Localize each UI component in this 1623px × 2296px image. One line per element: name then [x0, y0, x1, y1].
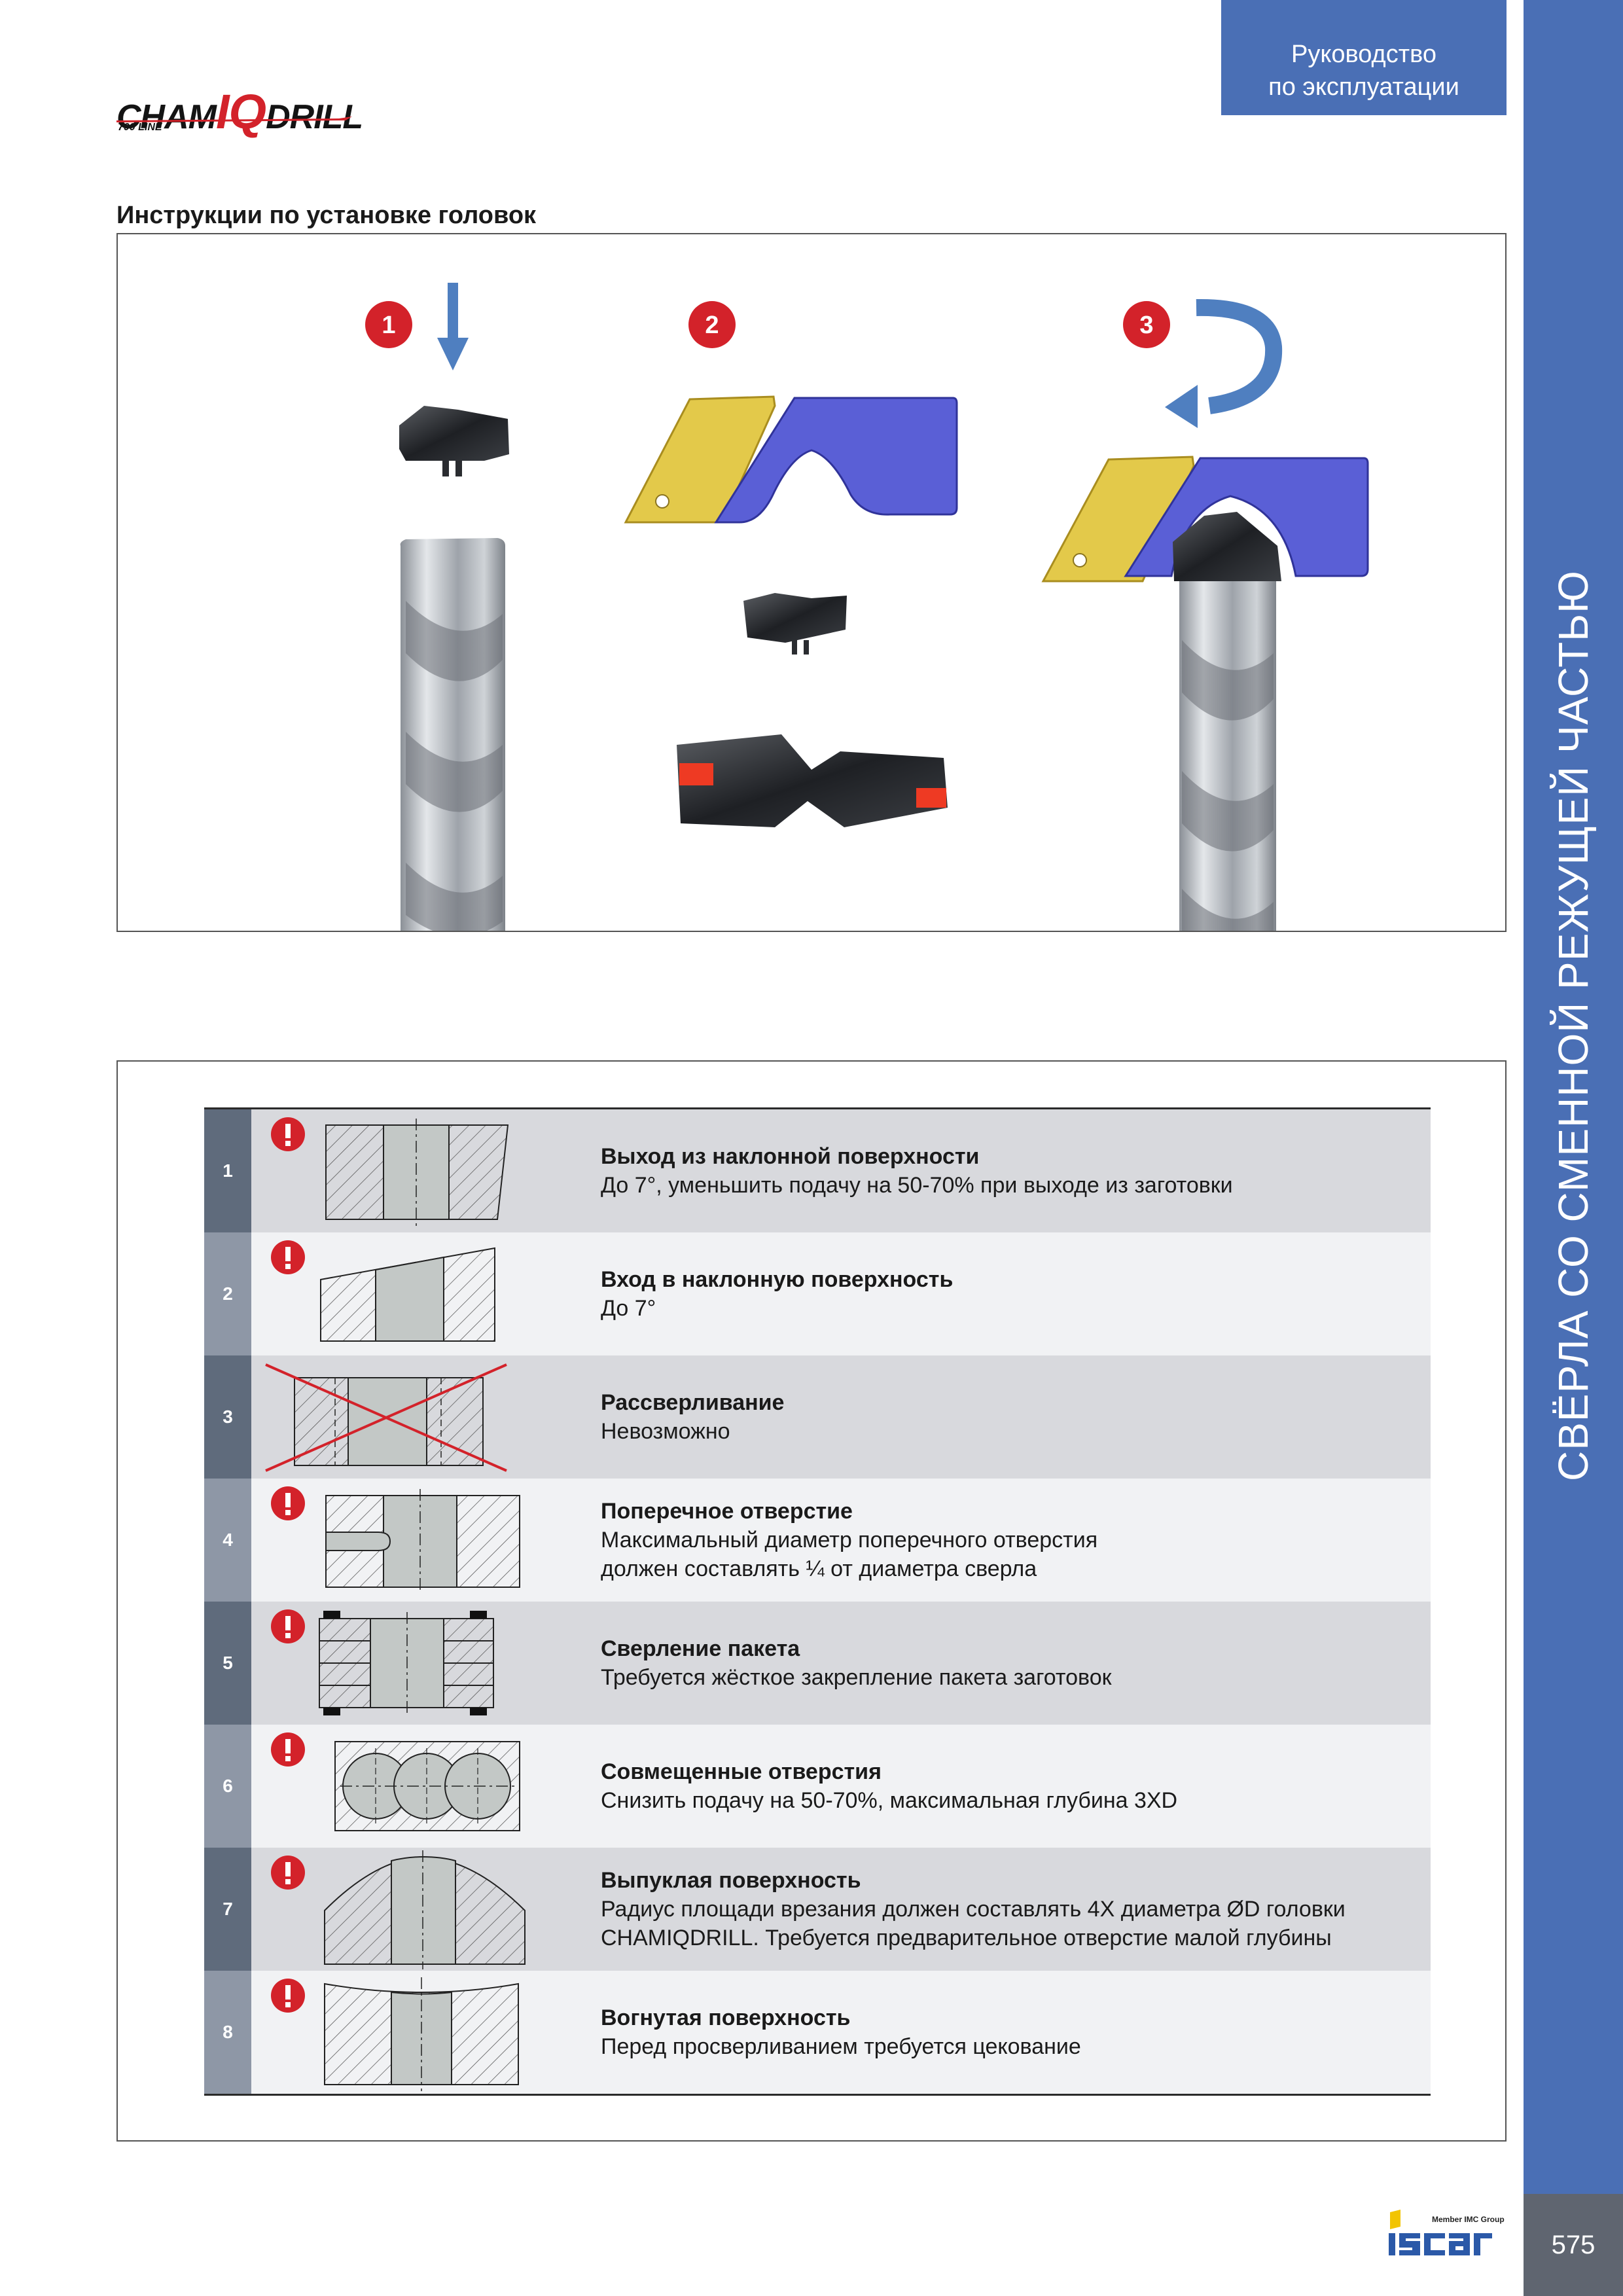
- row-description: Максимальный диаметр поперечного отверст…: [601, 1528, 1098, 1581]
- step-1-number: 1: [382, 312, 395, 339]
- row-description: До 7°, уменьшить подачу на 50-70% при вы…: [601, 1173, 1233, 1198]
- cross-hole-diagram: [251, 1479, 598, 1602]
- drill-head-icon: [1173, 512, 1281, 581]
- key-tool-icon: [624, 395, 958, 524]
- row-title: Вогнутая поверхность: [601, 2005, 851, 2030]
- row-description: Снизить подачу на 50-70%, максимальная г…: [601, 1788, 1178, 1813]
- row-number: 3: [204, 1355, 251, 1479]
- drill-body-icon: [400, 538, 505, 931]
- logo-subtitle: 700 LINE: [118, 122, 162, 133]
- step-1: 1: [365, 283, 509, 931]
- row-title: Выпуклая поверхность: [601, 1868, 861, 1893]
- row-title: Рассверливание: [601, 1390, 785, 1415]
- manual-label: Руководство по эксплуатации: [1221, 0, 1507, 115]
- row-number: 6: [204, 1725, 251, 1848]
- inclined-entry-diagram: [251, 1232, 598, 1355]
- table-row: 4 Поперечное отверстие Максимальный диам…: [204, 1479, 1431, 1602]
- row-number: 4: [204, 1479, 251, 1602]
- manual-label-line1: Руководство: [1291, 41, 1437, 68]
- row-number: 1: [204, 1109, 251, 1232]
- drill-body-icon: [1179, 581, 1276, 931]
- step-3: 3: [1041, 298, 1369, 931]
- manual-label-line2: по эксплуатации: [1268, 73, 1459, 101]
- row-title: Вход в наклонную поверхность: [601, 1267, 954, 1292]
- arrow-down-icon: [437, 283, 469, 370]
- iscar-logo: [1389, 2210, 1492, 2255]
- concave-surface-diagram: [251, 1971, 598, 2094]
- row-title: Совмещенные отверстия: [601, 1759, 882, 1784]
- table-row: 5 Сверление пакета Требу: [204, 1602, 1431, 1725]
- table-row: 8 Вогнутая поверхность Перед просверлива…: [204, 1971, 1431, 2094]
- row-description: Невозможно: [601, 1419, 730, 1444]
- step-2: 2: [624, 301, 958, 827]
- table-row: 6 Совмещенные отверстия: [204, 1725, 1431, 1848]
- row-description: Требуется жёсткое закрепление пакета заг…: [601, 1665, 1112, 1690]
- stack-drilling-diagram: [251, 1602, 598, 1725]
- step-3-number: 3: [1139, 312, 1153, 339]
- table-row: 1 Выход из наклонной поверхности До 7°, …: [204, 1109, 1431, 1232]
- row-number: 8: [204, 1971, 251, 2094]
- table-row: 2 Вход в наклонную поверхность До 7°: [204, 1232, 1431, 1355]
- drilling-conditions-figure: 1 Выход из наклонной поверхности До 7°, …: [116, 1060, 1507, 2142]
- installation-illustration: 1 2: [365, 283, 1369, 931]
- member-label: Member IMC Group: [1432, 2215, 1505, 2224]
- row-title: Сверление пакета: [601, 1636, 800, 1661]
- row-title: Выход из наклонной поверхности: [601, 1144, 980, 1169]
- rotate-arrow-icon: [1165, 298, 1283, 428]
- drill-head-icon: [743, 593, 847, 655]
- logo-swoosh: [116, 117, 352, 122]
- chapter-title: СВЁРЛА СО СМЕННОЙ РЕЖУЩЕЙ ЧАСТЬЮ: [1550, 570, 1597, 1481]
- counterboring-diagram: [251, 1355, 598, 1479]
- row-number: 2: [204, 1232, 251, 1355]
- chamiqdrill-logo: CHAMIQDRILL 700 LINE: [116, 79, 363, 139]
- row-description: До 7°: [601, 1296, 656, 1321]
- row-number: 5: [204, 1602, 251, 1725]
- page-number: 575: [1524, 2194, 1623, 2296]
- row-description: Перед просверливанием требуется цековани…: [601, 2034, 1081, 2059]
- key-tool-icon: [1041, 456, 1369, 583]
- row-description: Радиус площади врезания должен составлят…: [601, 1897, 1346, 1950]
- section-title-installation: Инструкции по установке головок: [116, 202, 537, 229]
- row-title: Поперечное отверстие: [601, 1499, 853, 1524]
- row-number: 7: [204, 1848, 251, 1971]
- conditions-table: 1 Выход из наклонной поверхности До 7°, …: [204, 1107, 1431, 2096]
- step-2-number: 2: [705, 312, 719, 339]
- installation-figure: 1 2: [116, 233, 1507, 932]
- overlapping-holes-diagram: [251, 1725, 598, 1848]
- drill-head-icon: [399, 406, 509, 476]
- inclined-exit-diagram: [251, 1109, 598, 1232]
- logo-wordmark: CHAMIQDRILL: [116, 84, 363, 139]
- table-row: 7 Выпуклая поверхность Радиус площади вр…: [204, 1848, 1431, 1971]
- cross-icon: [265, 1363, 507, 1472]
- convex-surface-diagram: [251, 1848, 598, 1971]
- drill-head-bottom-view-icon: [677, 734, 948, 827]
- chapter-side-band: СВЁРЛА СО СМЕННОЙ РЕЖУЩЕЙ ЧАСТЬЮ: [1524, 0, 1623, 2194]
- table-row: 3 Рассверливание Невозможно: [204, 1355, 1431, 1479]
